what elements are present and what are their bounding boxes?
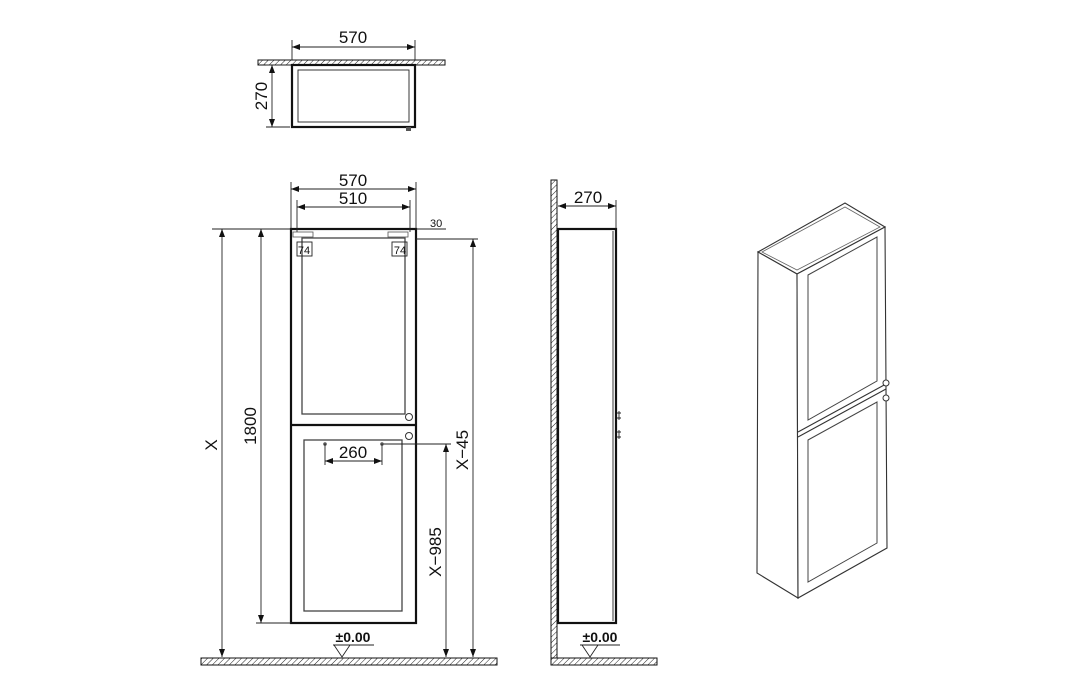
inner-width-label: 510 [339, 189, 367, 208]
side-floor-level-label: ±0.00 [583, 629, 618, 645]
side-floor-hatch [550, 657, 658, 666]
hanging-height-label: X−45 [453, 430, 472, 470]
iso-lower-knob [882, 394, 890, 402]
plan-width-label: 570 [339, 28, 367, 47]
iso-upper-door-panel [807, 236, 878, 421]
handle-height-label: X−985 [426, 527, 445, 577]
total-height-label: X [202, 439, 221, 450]
front-floor-level-label: ±0.00 [336, 629, 371, 645]
right-bracket-label: 74 [394, 245, 406, 257]
isometric-view [756, 202, 890, 599]
lower-knob [405, 432, 413, 440]
plan-depth-label: 270 [252, 82, 271, 110]
iso-lower-door-panel [807, 401, 878, 583]
front-view: 570 510 30 74 74 X 1800 X−45 X−985 [200, 171, 498, 666]
upper-knob [405, 413, 413, 421]
iso-upper-knob [882, 379, 890, 387]
front-floor-hatch [200, 657, 498, 666]
plan-foot-marker [406, 127, 411, 131]
lower-door-panel [303, 439, 403, 612]
upper-door-panel [301, 237, 406, 415]
handle-spacing-label: 260 [339, 443, 367, 462]
plan-cabinet-inner [297, 69, 410, 123]
right-bracket [387, 231, 409, 238]
plan-view: 570 270 [252, 28, 446, 131]
side-knob-profile [617, 411, 621, 439]
top-offset-label: 30 [430, 218, 442, 230]
side-wall-hatch [550, 179, 558, 659]
front-level-triangle-icon [333, 644, 351, 658]
left-bracket [292, 231, 314, 238]
cabinet-height-label: 1800 [241, 407, 260, 445]
outer-width-label: 570 [339, 171, 367, 190]
side-view: 270 ±0.00 [550, 179, 658, 666]
side-depth-label: 270 [574, 188, 602, 207]
plan-cabinet-outline [290, 63, 417, 129]
side-cabinet-outline [556, 227, 618, 625]
side-level-triangle-icon [581, 644, 599, 658]
left-bracket-label: 74 [298, 245, 310, 257]
iso-side [756, 251, 799, 599]
